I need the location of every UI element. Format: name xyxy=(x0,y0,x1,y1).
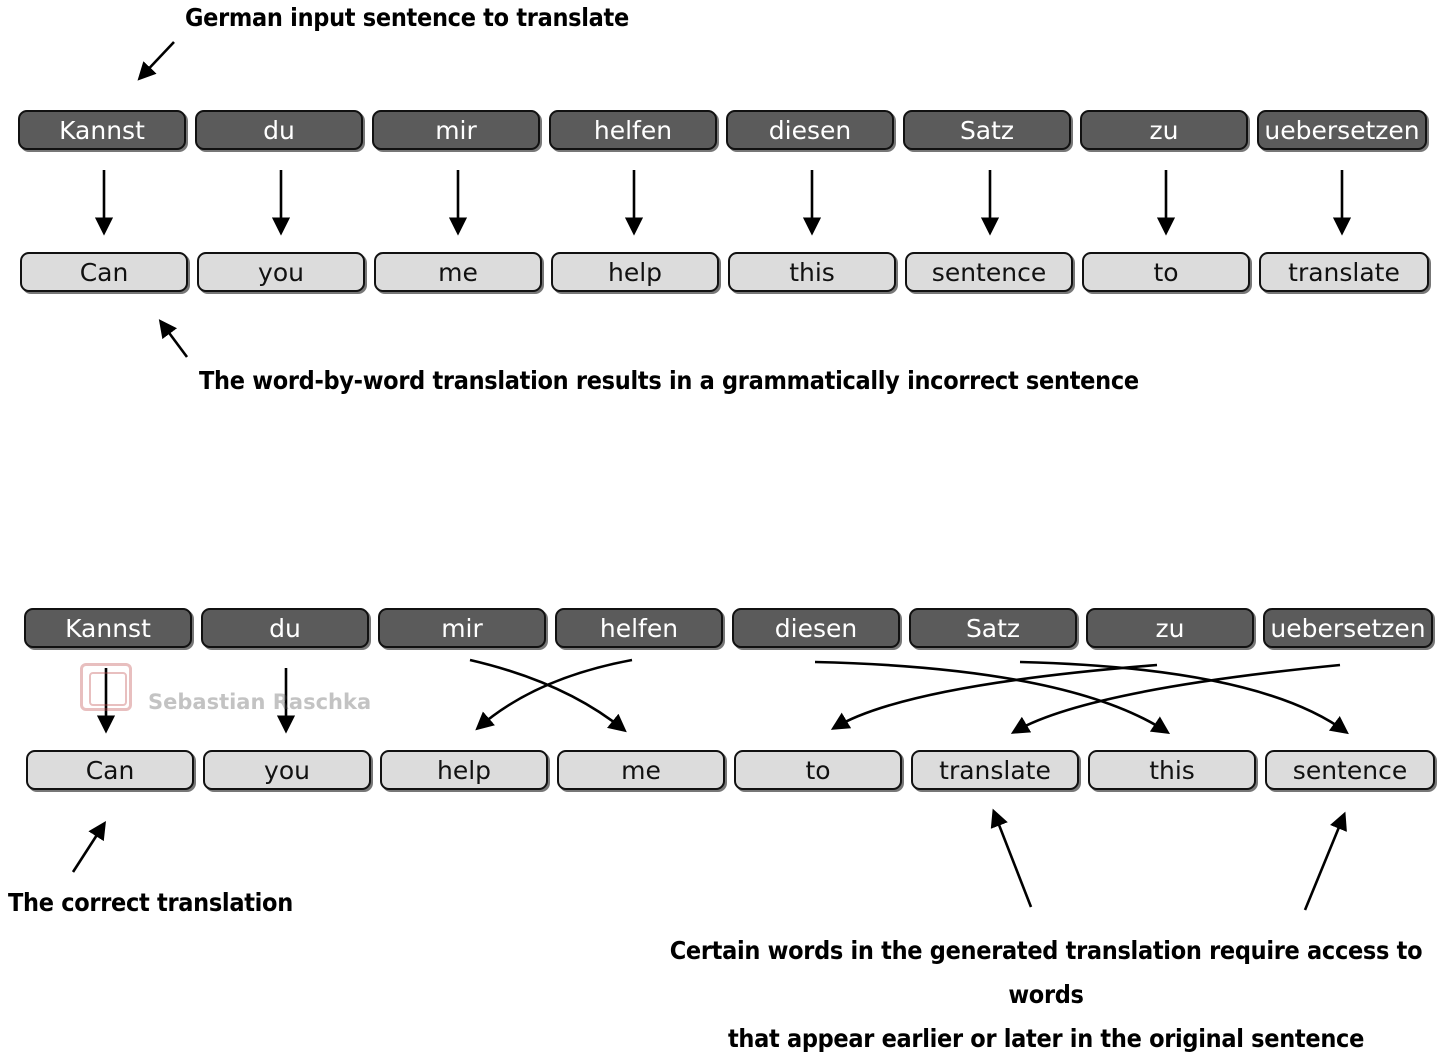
bottom-german-token: diesen xyxy=(732,608,900,648)
access-note-line-1: Certain words in the generated translati… xyxy=(669,936,1423,1009)
correct-translation-label: The correct translation xyxy=(8,888,293,917)
top-english-token: to xyxy=(1082,252,1250,292)
bottom-german-token: helfen xyxy=(555,608,723,648)
pointer-input-arrow xyxy=(137,41,175,81)
input-sentence-label: German input sentence to translate xyxy=(185,3,629,32)
pointer-sentence-arrow xyxy=(1303,811,1347,911)
bottom-english-token: help xyxy=(380,750,548,790)
top-english-token: you xyxy=(197,252,365,292)
bottom-english-token: translate xyxy=(911,750,1079,790)
top-german-token: mir xyxy=(372,110,540,150)
reorder-arrow-uebersetzen-translate xyxy=(1010,663,1341,734)
access-note: Certain words in the generated translati… xyxy=(640,929,1452,1061)
reorder-arrow-mir-me xyxy=(469,658,627,733)
bottom-german-token: zu xyxy=(1086,608,1254,648)
pointer-correct-arrow xyxy=(71,820,106,873)
top-english-token: this xyxy=(728,252,896,292)
bottom-english-token: you xyxy=(203,750,371,790)
watermark: Sebastian Raschka xyxy=(80,660,371,714)
arrows-layer xyxy=(71,41,1352,911)
pointer-wordbyword-arrow xyxy=(158,319,189,358)
bottom-german-token: uebersetzen xyxy=(1263,608,1433,648)
pointer-translate-arrow xyxy=(990,808,1033,908)
bottom-english-token: me xyxy=(557,750,725,790)
access-note-line-2: that appear earlier or later in the orig… xyxy=(727,1024,1365,1053)
top-english-token: help xyxy=(551,252,719,292)
watermark-text: Sebastian Raschka xyxy=(148,690,372,714)
bottom-english-token: to xyxy=(734,750,902,790)
top-german-token: diesen xyxy=(726,110,894,150)
bottom-german-token: mir xyxy=(378,608,546,648)
top-german-token: uebersetzen xyxy=(1257,110,1427,150)
top-german-token: zu xyxy=(1080,110,1248,150)
reorder-arrow-helfen-help xyxy=(475,658,633,731)
bottom-german-token: Satz xyxy=(909,608,1077,648)
bottom-english-token: Can xyxy=(26,750,194,790)
top-english-token: translate xyxy=(1259,252,1429,292)
watermark-logo-icon xyxy=(80,663,132,711)
top-english-token: me xyxy=(374,252,542,292)
bottom-german-token: Kannst xyxy=(24,608,192,648)
reorder-arrow-zu-to xyxy=(830,663,1158,730)
top-german-token: helfen xyxy=(549,110,717,150)
wordbyword-label: The word-by-word translation results in … xyxy=(199,366,1139,395)
top-german-token: du xyxy=(195,110,363,150)
top-english-token: Can xyxy=(20,252,188,292)
bottom-german-token: du xyxy=(201,608,369,648)
reorder-arrow-diesen-this xyxy=(814,660,1171,735)
top-german-token: Kannst xyxy=(18,110,186,150)
bottom-english-token: this xyxy=(1088,750,1256,790)
top-english-token: sentence xyxy=(905,252,1073,292)
bottom-english-token: sentence xyxy=(1265,750,1435,790)
reorder-arrow-satz-sentence xyxy=(1019,660,1349,735)
top-german-token: Satz xyxy=(903,110,1071,150)
